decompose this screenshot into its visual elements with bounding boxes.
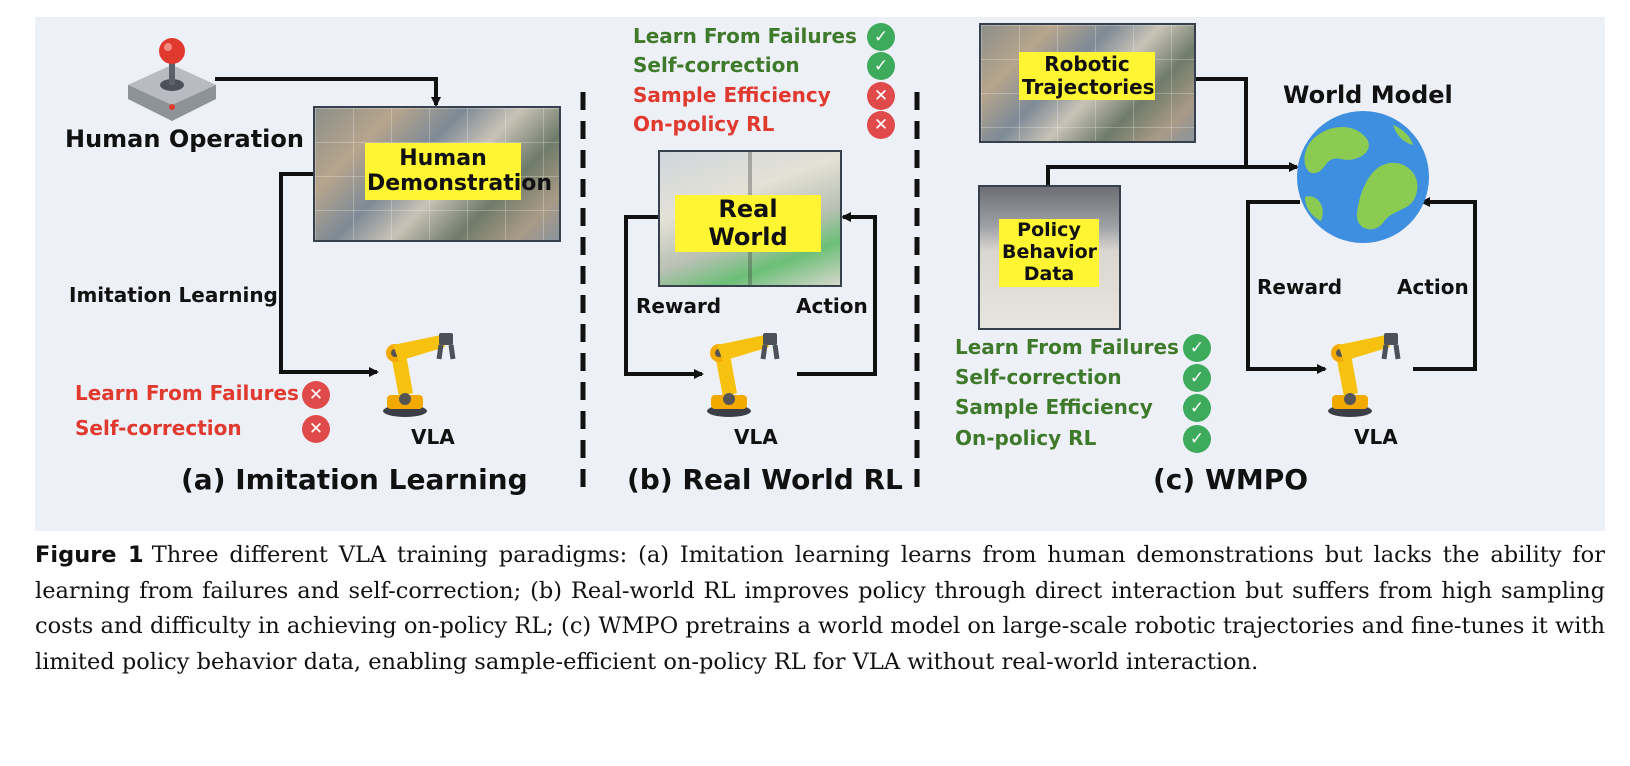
caption-text: Three different VLA training paradigms: … [35, 542, 1605, 675]
cross-icon: ✕ [867, 111, 895, 139]
property-label: Self-correction [633, 53, 800, 77]
property-label: Learn From Failures [955, 335, 1179, 359]
policy-behavior-label-line2: Behavior [1002, 240, 1098, 263]
panel-title-b: (b) Real World RL [627, 463, 903, 496]
property-label: On-policy RL [633, 112, 775, 136]
arrow-operation-to-demo [215, 77, 441, 107]
caption-label: Figure 1 [35, 542, 144, 568]
reward-label-c: Reward [1257, 275, 1343, 299]
real-world-label: Real World [675, 195, 821, 253]
action-label-b: Action [796, 294, 868, 318]
arrow-reward-c [1246, 200, 1327, 374]
check-icon: ✓ [1183, 425, 1211, 453]
policy-behavior-label-line1: Policy [1017, 219, 1081, 241]
imitation-learning-edge-label: Imitation Learning [69, 283, 278, 307]
arrow-action-c [1413, 197, 1477, 371]
arrow-action-b [797, 212, 877, 376]
property-label: Self-correction [955, 365, 1122, 389]
check-icon: ✓ [1183, 394, 1211, 422]
check-icon: ✓ [867, 23, 895, 51]
figure-panel: Human Operation Human Demonstration Imit… [35, 17, 1605, 531]
arrow-traj-to-wm [1195, 77, 1299, 172]
vla-label-c: VLA [1354, 425, 1398, 449]
check-icon: ✓ [1183, 334, 1211, 362]
globe-icon [1297, 111, 1429, 243]
policy-behavior-label-line3: Data [1023, 262, 1075, 285]
policy-behavior-label: Policy Behavior Data [999, 219, 1099, 287]
property-label: Learn From Failures [75, 381, 299, 405]
property-label: Sample Efficiency [633, 83, 831, 107]
robot-arm-icon-b [707, 333, 777, 417]
check-icon: ✓ [1183, 364, 1211, 392]
cross-icon: ✕ [867, 82, 895, 110]
arrow-demo-to-vla [279, 172, 379, 377]
human-demo-label: Human Demonstration [365, 143, 553, 200]
property-label: Self-correction [75, 416, 242, 440]
robotic-trajectories-label-line1: Robotic [1044, 52, 1130, 76]
property-label: On-policy RL [955, 426, 1097, 450]
panel-title-c: (c) WMPO [1153, 463, 1309, 496]
panel-title-a: (a) Imitation Learning [181, 463, 528, 496]
robotic-trajectories-label-line2: Trajectories [1022, 75, 1155, 99]
reward-label-b: Reward [636, 294, 722, 318]
human-demo-label-line1: Human [399, 146, 487, 171]
check-icon: ✓ [867, 52, 895, 80]
joystick-icon [128, 38, 216, 121]
cross-icon: ✕ [302, 381, 330, 409]
human-operation-label: Human Operation [65, 125, 304, 153]
action-label-c: Action [1397, 275, 1469, 299]
robot-arm-icon-a [383, 333, 453, 417]
robotic-trajectories-label: Robotic Trajectories [1019, 52, 1155, 100]
arrow-reward-b [624, 215, 704, 379]
world-model-label: World Model [1283, 81, 1453, 109]
arrow-policy-to-wm [1046, 165, 1246, 185]
property-label: Learn From Failures [633, 24, 857, 48]
property-label: Sample Efficiency [955, 395, 1153, 419]
cross-icon: ✕ [302, 415, 330, 443]
vla-label-a: VLA [411, 425, 455, 449]
human-demo-label-line2: Demonstration [367, 171, 553, 197]
vla-label-b: VLA [734, 425, 778, 449]
robot-arm-icon-c [1328, 333, 1398, 417]
connector-layer [128, 38, 1477, 487]
